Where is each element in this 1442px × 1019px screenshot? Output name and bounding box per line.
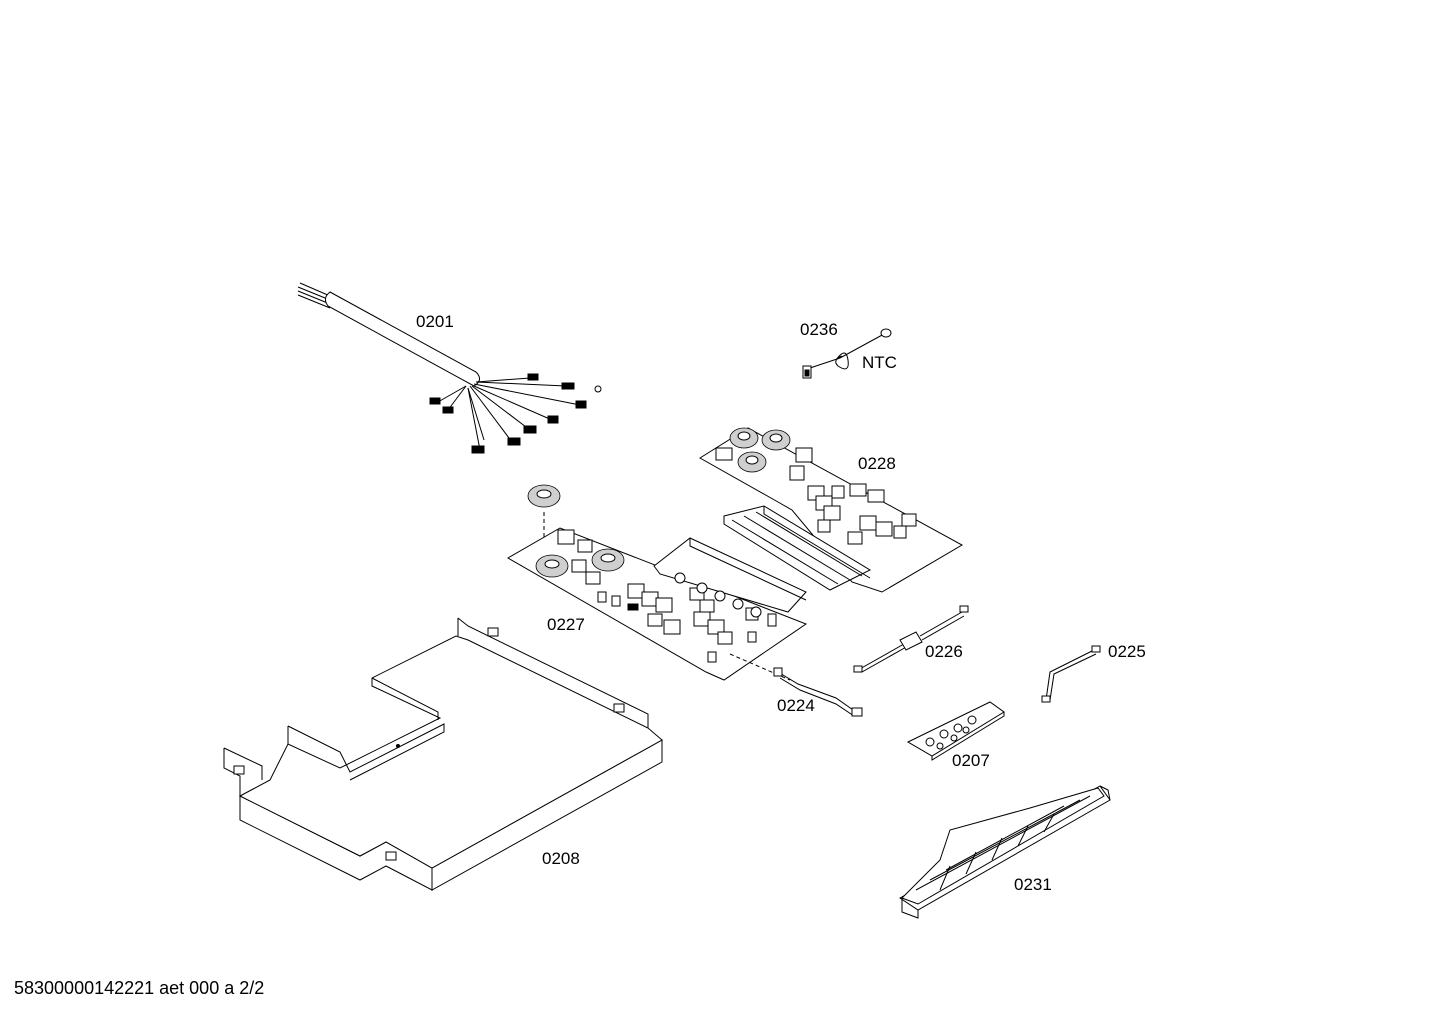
pcb-right-drawing <box>699 427 964 593</box>
base-tray-drawing <box>223 617 663 891</box>
cover-bracket-drawing <box>899 785 1111 919</box>
cable-224-drawing <box>773 667 863 717</box>
cable-226-drawing <box>853 605 969 673</box>
drawing-id-footer: 58300000142221 aet 000 a 2/2 <box>14 978 265 998</box>
label-0225: 0225 <box>1108 642 1146 661</box>
cable-225-drawing <box>1041 645 1101 703</box>
control-board-drawing <box>906 701 1005 761</box>
power-cable-drawing <box>297 282 602 454</box>
label-0224: 0224 <box>777 696 815 715</box>
label-0228: 0228 <box>858 454 896 473</box>
pcb-left-drawing <box>506 484 808 681</box>
label-0231: 0231 <box>1014 875 1052 894</box>
label-0227: 0227 <box>547 615 585 634</box>
label-ntc: NTC <box>862 353 897 372</box>
label-0226: 0226 <box>925 642 963 661</box>
label-0208: 0208 <box>542 849 580 868</box>
label-0201: 0201 <box>416 312 454 331</box>
ntc-sensor-drawing <box>802 328 892 379</box>
label-0207: 0207 <box>952 751 990 770</box>
label-0236: 0236 <box>800 320 838 339</box>
